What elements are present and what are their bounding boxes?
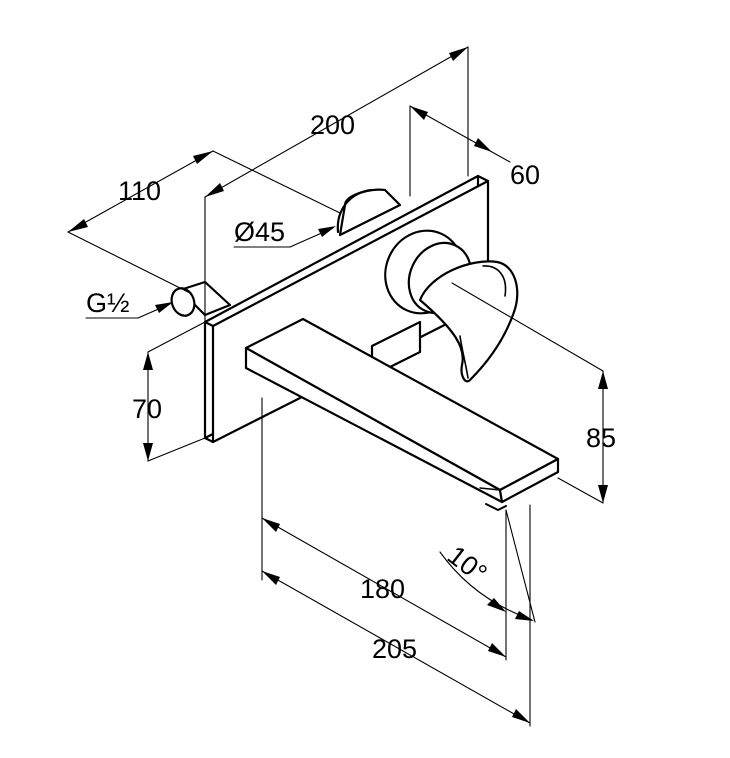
dim-180: 180: [261, 397, 507, 661]
faucet-body: [170, 174, 560, 511]
dim-205: 205: [261, 504, 531, 727]
dim-205-label: 205: [372, 634, 417, 664]
dim-thread-label: G½: [86, 288, 130, 318]
dim-180-label: 180: [360, 574, 405, 604]
dim-85: 85: [451, 282, 616, 504]
dim-200-label: 200: [310, 110, 355, 140]
dim-85-label: 85: [586, 423, 616, 453]
lever-knob: [384, 229, 519, 383]
dim-diameter-label: Ø45: [234, 217, 285, 247]
dim-60-label: 60: [510, 160, 540, 190]
dim-diameter: Ø45: [233, 217, 336, 248]
dimension-lines: 110 200 60 Ø45: [67, 46, 616, 727]
dim-70: 70: [132, 321, 206, 462]
dim-angle-label: 10°: [442, 540, 493, 589]
spout: [244, 317, 560, 511]
dim-110-label: 110: [118, 176, 161, 206]
dim-70-label: 70: [132, 394, 162, 424]
dim-60: 60: [409, 105, 540, 197]
dim-thread: G½: [85, 288, 173, 319]
rosette-cylinder: [336, 188, 402, 237]
dim-200: 200: [204, 46, 469, 323]
dim-angle: 10°: [439, 509, 536, 623]
dim-110: 110: [67, 150, 341, 294]
